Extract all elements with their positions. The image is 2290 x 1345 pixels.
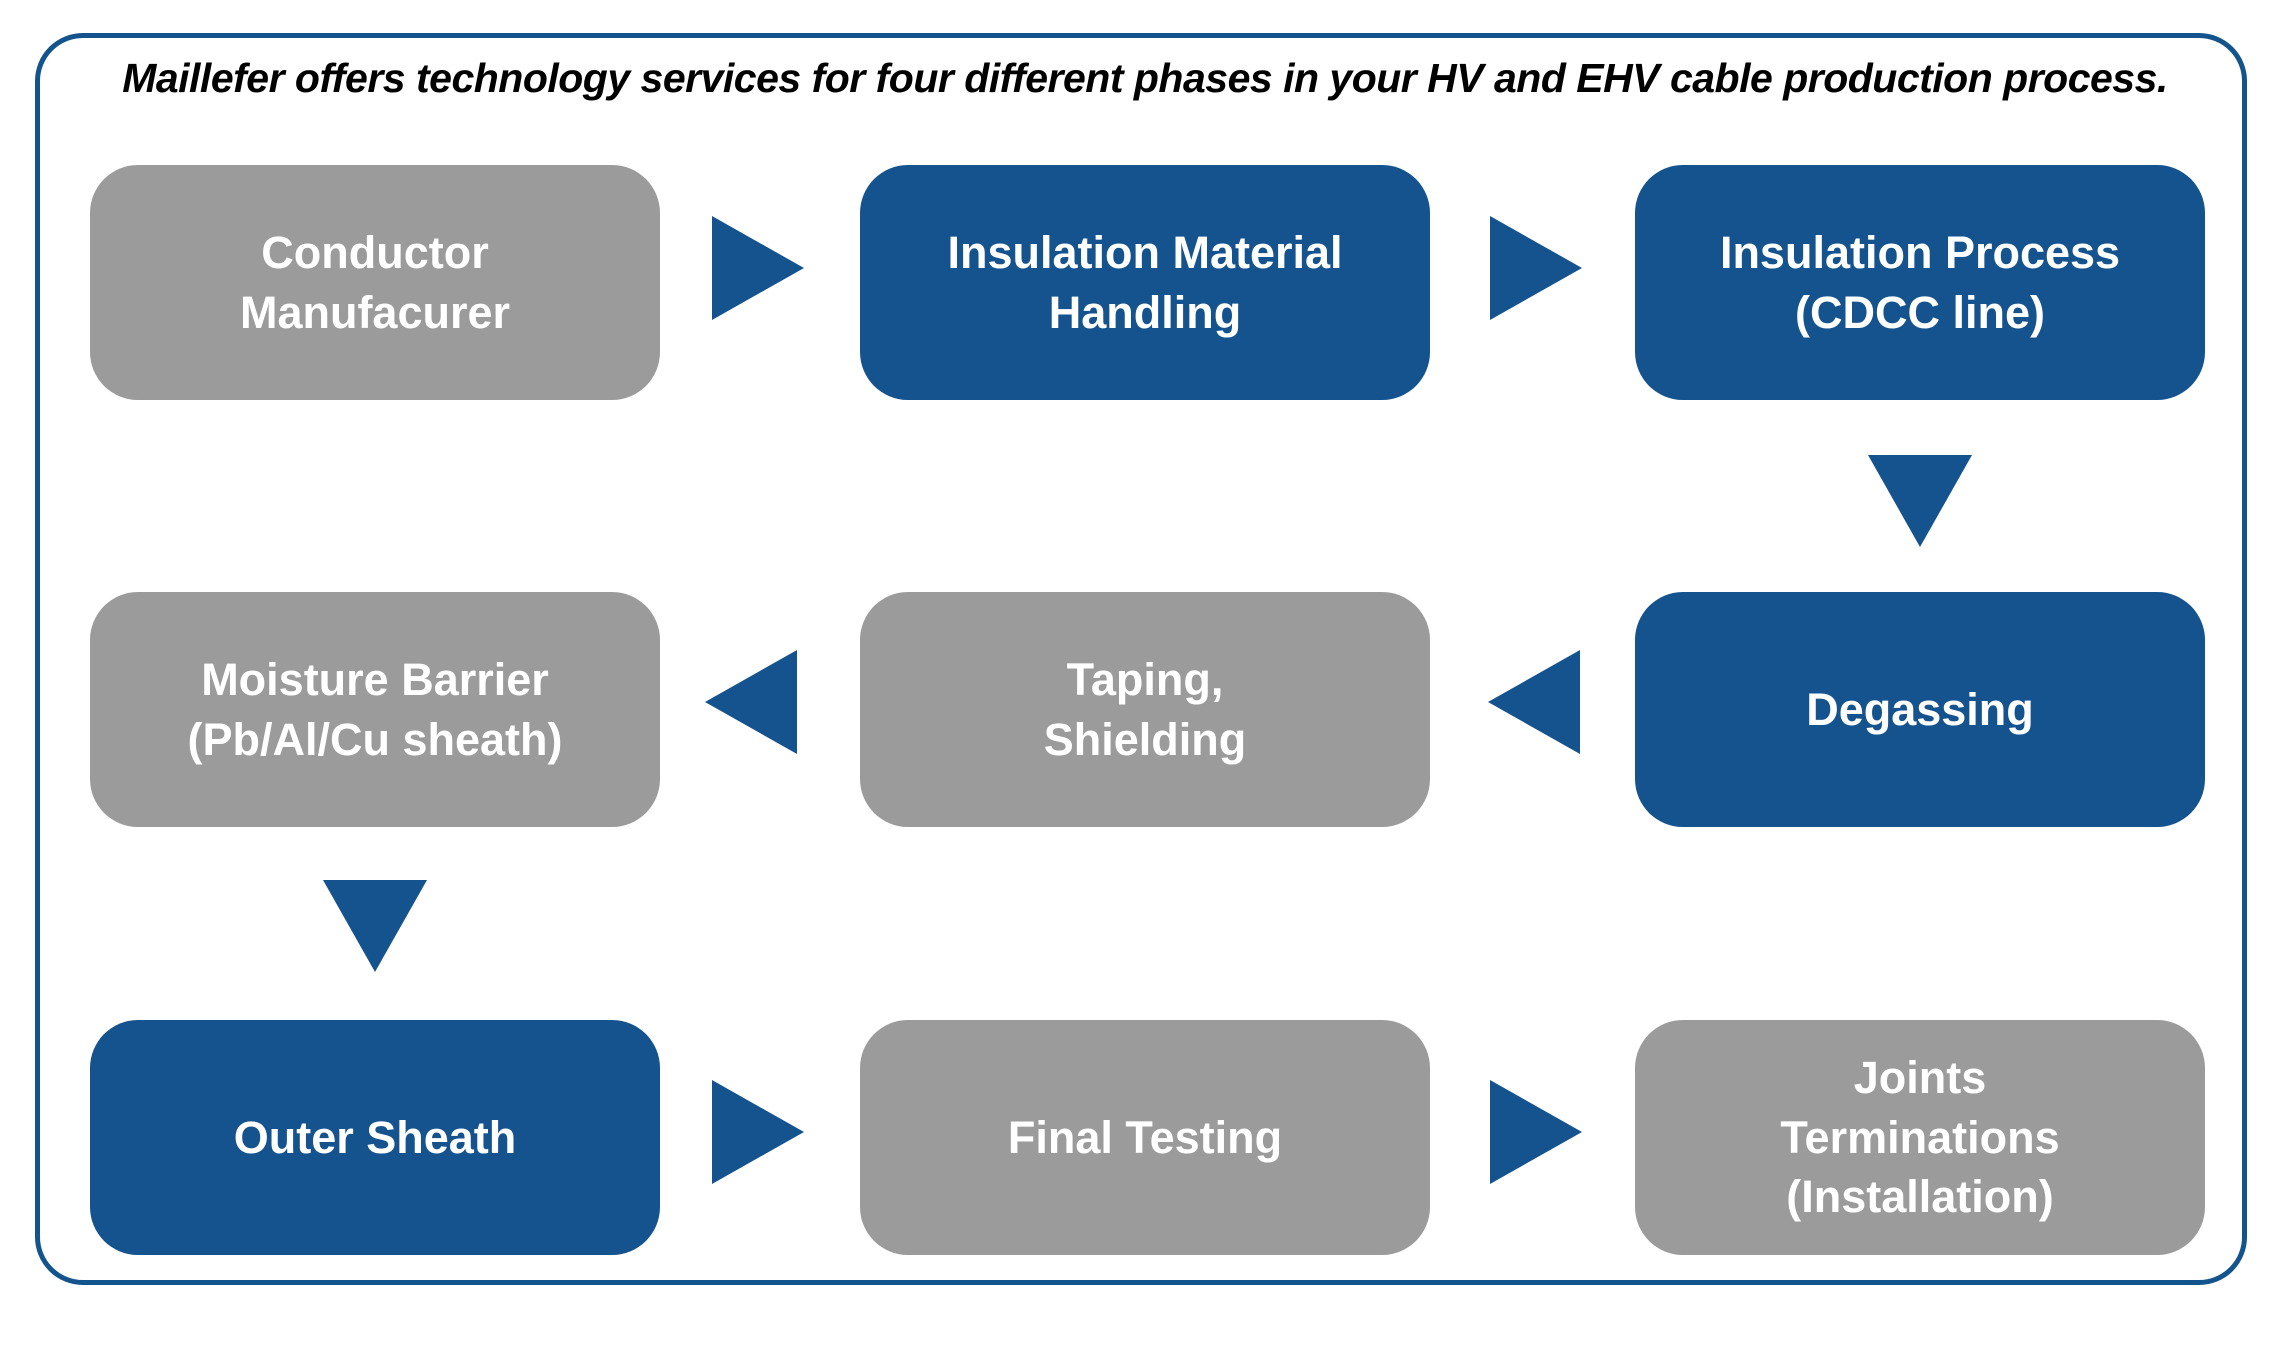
arrow-right-icon xyxy=(712,216,804,320)
node-insulation-material-handling: Insulation Material Handling xyxy=(860,165,1430,400)
arrow-right-icon xyxy=(712,1080,804,1184)
node-moisture-barrier: Moisture Barrier (Pb/Al/Cu sheath) xyxy=(90,592,660,827)
arrow-left-icon xyxy=(1488,650,1580,754)
node-insulation-process: Insulation Process (CDCC line) xyxy=(1635,165,2205,400)
arrow-left-icon xyxy=(705,650,797,754)
node-conductor-manufacturer: Conductor Manufacurer xyxy=(90,165,660,400)
node-degassing: Degassing xyxy=(1635,592,2205,827)
arrow-right-icon xyxy=(1490,216,1582,320)
arrow-down-icon xyxy=(1868,455,1972,547)
diagram-caption: Maillefer offers technology services for… xyxy=(122,55,2168,101)
node-final-testing: Final Testing xyxy=(860,1020,1430,1255)
arrow-right-icon xyxy=(1490,1080,1582,1184)
node-joints-terminations: Joints Terminations (Installation) xyxy=(1635,1020,2205,1255)
arrow-down-icon xyxy=(323,880,427,972)
node-outer-sheath: Outer Sheath xyxy=(90,1020,660,1255)
node-taping-shielding: Taping, Shielding xyxy=(860,592,1430,827)
